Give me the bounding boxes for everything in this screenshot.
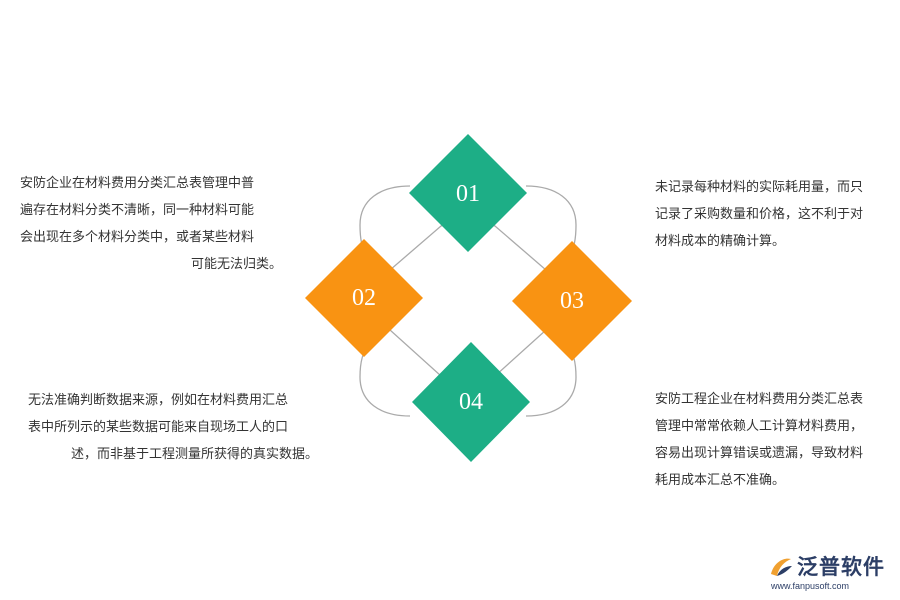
description-04-line: 容易出现计算错误或遗漏，导致材料 [655,446,864,461]
diamond-01-number: 01 [456,181,480,207]
diamond-03-number: 03 [560,288,584,314]
description-04-line: 管理中常常依赖人工计算材料费用， [655,419,864,434]
brand-url[interactable]: www.fanpusoft.com [771,581,850,591]
description-04: 安防工程企业在材料费用分类汇总表 管理中常常依赖人工计算材料费用， 容易出现计算… [655,386,895,494]
diamond-01: 01 [409,134,527,252]
fanpu-logo-icon [771,558,792,576]
diamond-02: 02 [305,239,423,357]
description-03: 未记录每种材料的实际耗用量，而只 记录了采购数量和价格，这不利于对 材料成本的精… [655,174,895,255]
diamond-04: 04 [412,342,530,462]
description-01-line: 可能无法归类。 [190,257,282,272]
description-02-line: 表中所列示的某些数据可能来自现场工人的口 [28,420,289,435]
outer-loop [359,185,577,417]
description-04-line: 安防工程企业在材料费用分类汇总表 [655,392,864,407]
description-01-line: 安防企业在材料费用分类汇总表管理中普 [20,176,255,191]
description-02-line: 无法准确判断数据来源，例如在材料费用汇总 [28,393,289,408]
brand-name: 泛普软件 [797,555,885,579]
description-02: 无法准确判断数据来源，例如在材料费用汇总 表中所列示的某些数据可能来自现场工人的… [28,387,318,468]
diamond-04-number: 04 [459,389,483,415]
description-01: 安防企业在材料费用分类汇总表管理中普 遍存在材料分类不清晰，同一种材料可能 会出… [20,170,282,278]
description-03-line: 未记录每种材料的实际耗用量，而只 [655,180,864,195]
description-01-line: 遍存在材料分类不清晰，同一种材料可能 [20,203,255,218]
brand-logo[interactable]: 泛普软件 www.fanpusoft.com [768,550,894,594]
description-03-line: 记录了采购数量和价格，这不利于对 [655,207,864,222]
description-04-line: 耗用成本汇总不准确。 [655,473,786,488]
description-02-line: 述，而非基于工程测量所获得的真实数据。 [70,447,318,462]
diamond-02-number: 02 [352,285,376,311]
description-01-line: 会出现在多个材料分类中，或者某些材料 [20,230,255,245]
diamond-03: 03 [512,241,632,361]
description-03-line: 材料成本的精确计算。 [655,234,786,249]
